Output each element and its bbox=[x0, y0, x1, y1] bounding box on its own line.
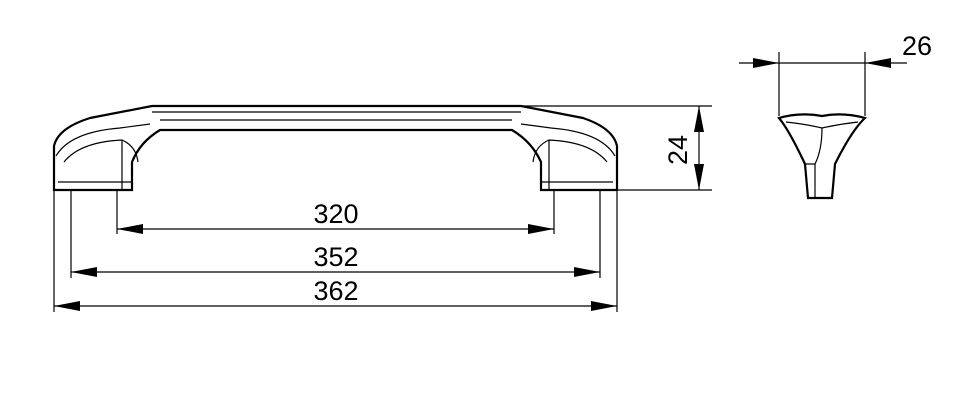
label-362: 362 bbox=[313, 276, 358, 306]
handle-outer-outline bbox=[52, 104, 619, 192]
dimension-352: 352 bbox=[71, 242, 600, 277]
arrow-right-352 bbox=[574, 267, 600, 277]
label-352: 352 bbox=[313, 242, 358, 272]
dimension-24: 24 bbox=[663, 106, 704, 190]
dimension-26: 26 bbox=[739, 31, 932, 116]
arrow-left-320 bbox=[117, 224, 143, 234]
handle-right-end-curve bbox=[520, 123, 616, 157]
side-view-inner-right bbox=[814, 127, 823, 165]
arrow-right-26 bbox=[865, 58, 891, 68]
dimension-362: 362 bbox=[54, 276, 617, 311]
side-view-outline bbox=[777, 113, 868, 200]
label-320: 320 bbox=[313, 199, 358, 229]
handle-side-view bbox=[777, 113, 868, 200]
arrow-bottom-24 bbox=[694, 164, 704, 190]
side-view-top-curve bbox=[785, 121, 859, 129]
handle-front-view bbox=[52, 104, 619, 192]
arrow-right-362 bbox=[591, 301, 617, 311]
arrow-left-352 bbox=[71, 267, 97, 277]
dimension-320: 320 bbox=[117, 199, 554, 234]
arrow-left-362 bbox=[54, 301, 80, 311]
extension-lines bbox=[53, 105, 712, 312]
handle-left-end-curve bbox=[55, 123, 151, 157]
arrow-right-320 bbox=[528, 224, 554, 234]
handle-right-end-inner bbox=[532, 139, 608, 163]
label-24: 24 bbox=[663, 135, 693, 165]
arrow-top-24 bbox=[694, 106, 704, 132]
arrow-left-26 bbox=[753, 58, 779, 68]
label-26: 26 bbox=[902, 31, 932, 61]
handle-left-end-inner bbox=[63, 139, 139, 163]
